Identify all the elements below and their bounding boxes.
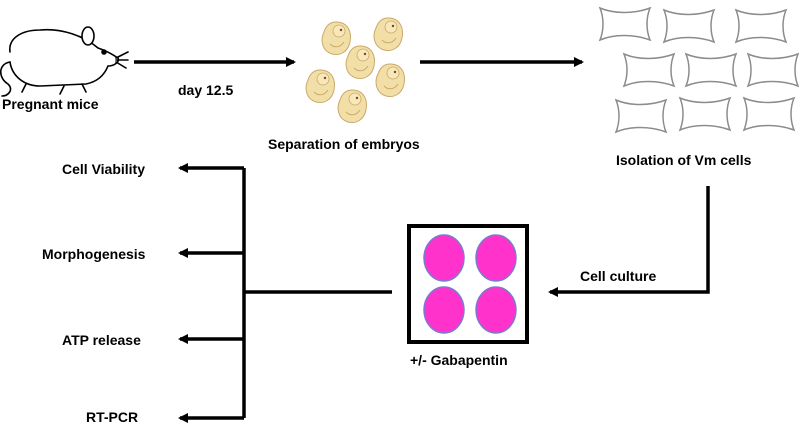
vm-cell-icon bbox=[599, 7, 799, 133]
arrow-cells-to-culture bbox=[548, 186, 710, 297]
output-branches bbox=[178, 163, 392, 423]
day-label: day 12.5 bbox=[178, 82, 234, 98]
pregnant-mice-label: Pregnant mice bbox=[2, 96, 99, 112]
output-morphogenesis: Morphogenesis bbox=[42, 246, 146, 262]
isolation-label: Isolation of Vm cells bbox=[616, 152, 752, 168]
output-cell-viability: Cell Viability bbox=[62, 161, 145, 177]
cell-culture-label: Cell culture bbox=[580, 268, 657, 284]
culture-plate-icon bbox=[407, 224, 529, 344]
embryo-icon bbox=[305, 17, 405, 123]
output-atp-release: ATP release bbox=[62, 332, 141, 348]
mouse-icon bbox=[0, 26, 129, 97]
separation-label: Separation of embryos bbox=[268, 136, 420, 152]
gabapentin-label: +/- Gabapentin bbox=[410, 352, 508, 368]
output-rt-pcr: RT-PCR bbox=[86, 409, 139, 425]
